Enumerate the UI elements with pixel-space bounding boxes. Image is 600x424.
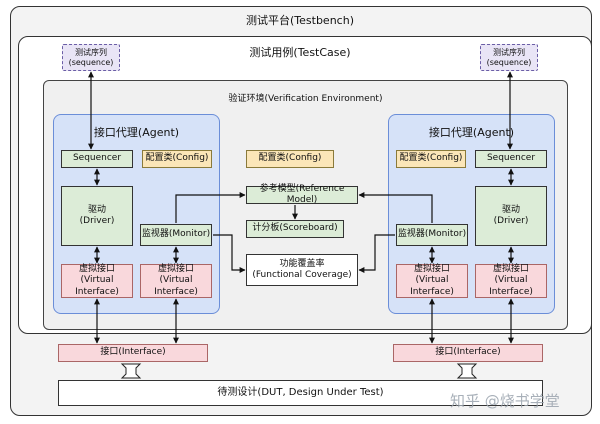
- interface-dut-connector-right: [456, 363, 478, 379]
- sequence-right-line2: (sequence): [486, 57, 532, 67]
- vif-right-monitor-line2: (Virtual Interface): [410, 275, 454, 297]
- interface-right: 接口(Interface): [393, 344, 543, 362]
- watermark: 知乎 @烧书学堂: [450, 392, 560, 410]
- monitor-right: 监视器(Monitor): [396, 224, 468, 246]
- vif-left-driver-line1: 虚拟接口: [78, 264, 115, 275]
- env-config: 配置类(Config): [246, 150, 334, 168]
- vif-left-driver: 虚拟接口(Virtual Interface): [61, 264, 133, 298]
- driver-left-line1: 驱动: [87, 204, 106, 215]
- vif-left-monitor-line2: (Virtual Interface): [154, 275, 198, 297]
- driver-left: 驱动(Driver): [61, 186, 133, 246]
- testbench-title: 测试平台(Testbench): [246, 14, 354, 27]
- monitor-left-to-coverage: [213, 234, 246, 273]
- driver-right-line1: 驱动: [501, 204, 520, 215]
- sequence-left-line2: (sequence): [68, 57, 114, 67]
- vif-right-monitor-line1: 虚拟接口: [413, 264, 450, 275]
- interface-left: 接口(Interface): [58, 344, 208, 362]
- config-right: 配置类(Config): [396, 150, 466, 168]
- scoreboard: 计分板(Scoreboard): [246, 220, 344, 238]
- agent-left-title: 接口代理(Agent): [93, 126, 180, 139]
- vif-right-monitor: 虚拟接口(Virtual Interface): [396, 264, 468, 298]
- monitor-left: 监视器(Monitor): [140, 224, 212, 246]
- vif-left-monitor: 虚拟接口(Virtual Interface): [140, 264, 212, 298]
- driver-right-line2: (Driver): [493, 216, 529, 226]
- dut-box: 待测设计(DUT, Design Under Test): [58, 380, 543, 406]
- verification-environment-title: 验证环境(Verification Environment): [228, 94, 383, 104]
- sequence-right: 测试序列(sequence): [480, 44, 538, 71]
- driver-left-line2: (Driver): [79, 216, 115, 226]
- driver-right: 驱动(Driver): [475, 186, 547, 246]
- monitor-left-to-reference-model: [175, 192, 246, 223]
- functional-coverage-line1: 功能覆盖率: [279, 258, 325, 269]
- vif-right-driver: 虚拟接口(Virtual Interface): [475, 264, 547, 298]
- reference-model: 参考模型(Reference Model): [246, 184, 358, 205]
- sequence-left: 测试序列(sequence): [62, 44, 120, 71]
- monitor-right-to-coverage: [358, 234, 395, 273]
- vif-right-driver-line2: (Virtual Interface): [489, 275, 533, 297]
- config-left: 配置类(Config): [142, 150, 212, 168]
- functional-coverage: 功能覆盖率(Functional Coverage): [246, 254, 358, 286]
- vif-right-driver-line1: 虚拟接口: [492, 264, 529, 275]
- sequencer-left: Sequencer: [61, 150, 133, 168]
- agent-right-title: 接口代理(Agent): [428, 126, 515, 139]
- sequence-right-line1: 测试序列: [492, 47, 525, 57]
- sequencer-right: Sequencer: [475, 150, 547, 168]
- sequence-left-line1: 测试序列: [74, 47, 107, 57]
- functional-coverage-line2: (Functional Coverage): [252, 270, 352, 280]
- monitor-right-to-reference-model: [358, 192, 433, 223]
- vif-left-driver-line2: (Virtual Interface): [75, 275, 119, 297]
- vif-left-monitor-line1: 虚拟接口: [157, 264, 194, 275]
- testcase-title: 测试用例(TestCase): [249, 46, 351, 59]
- interface-dut-connector-left: [120, 363, 142, 379]
